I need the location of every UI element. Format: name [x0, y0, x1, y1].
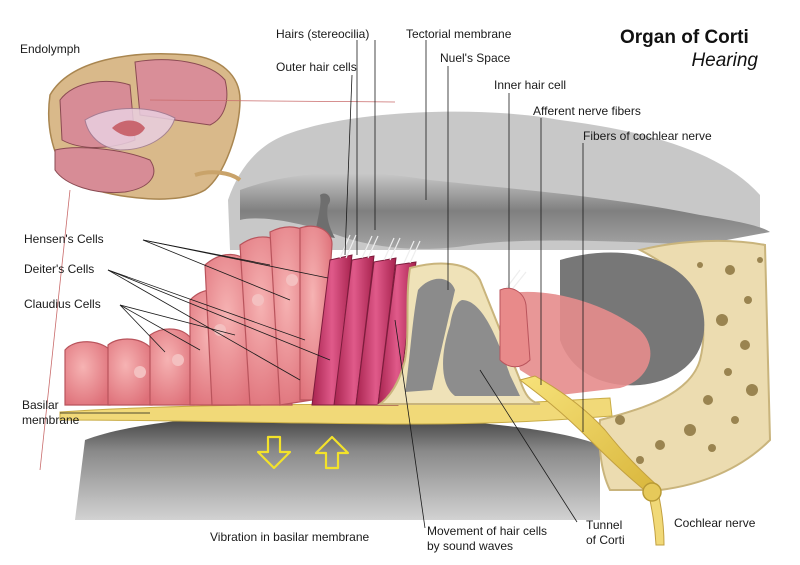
cochlear-nerve-end — [642, 482, 662, 502]
label-tectorial-membrane: Tectorial membrane — [406, 27, 512, 41]
label-basilar: Basilar — [22, 398, 59, 412]
support-cells — [64, 225, 333, 406]
label-outer-hair-cells: Outer hair cells — [276, 60, 357, 74]
inset-connector-left — [39, 189, 71, 471]
diagram-subtitle: Hearing — [691, 50, 758, 71]
label-afferent-nerve-fibers: Afferent nerve fibers — [533, 104, 641, 118]
endolymph-inset — [48, 53, 242, 200]
inset-connector-top — [149, 99, 396, 103]
tectorial-membrane-shape — [240, 172, 770, 249]
label-vibration-basilar-membrane: Vibration in basilar membrane — [210, 530, 370, 544]
down-arrow — [256, 435, 292, 470]
label-claudius-cells: Claudius Cells — [24, 297, 101, 311]
label-fibers-cochlear-nerve: Fibers of cochlear nerve — [583, 129, 712, 143]
stereocilia — [339, 234, 527, 293]
label-of-corti: of Corti — [586, 533, 625, 547]
cochlear-nerve-stem — [647, 489, 665, 546]
label-deiters-cells: Deiter's Cells — [24, 262, 95, 276]
label-hairs-stereocilia: Hairs (stereocilia) — [276, 27, 370, 41]
label-hensens-cells: Hensen's Cells — [24, 232, 104, 246]
label-nuels-space: Nuel's Space — [440, 51, 511, 65]
label-inner-hair-cell: Inner hair cell — [494, 78, 567, 92]
bone-pores — [615, 257, 763, 464]
label-membrane: membrane — [22, 413, 80, 427]
nuels-space-cavity — [405, 278, 455, 392]
inner-hair-cell-shape — [499, 287, 531, 368]
tunnel-of-corti-cavity — [443, 300, 520, 396]
spiral-lamina-bone — [598, 239, 772, 491]
vibration-arrows — [256, 435, 350, 470]
label-movement-hair-cells: Movement of hair cells — [427, 524, 548, 538]
leader-lines — [60, 40, 584, 529]
diagram-title: Organ of Corti — [620, 27, 749, 48]
label-by-sound-waves: by sound waves — [427, 539, 514, 553]
limbus-pink — [500, 291, 651, 395]
up-arrow — [314, 435, 350, 470]
label-endolymph: Endolymph — [20, 42, 81, 56]
label-tunnel: Tunnel — [586, 518, 623, 532]
tectorial-membrane-lip — [315, 193, 335, 238]
label-cochlear-nerve: Cochlear nerve — [674, 516, 756, 530]
